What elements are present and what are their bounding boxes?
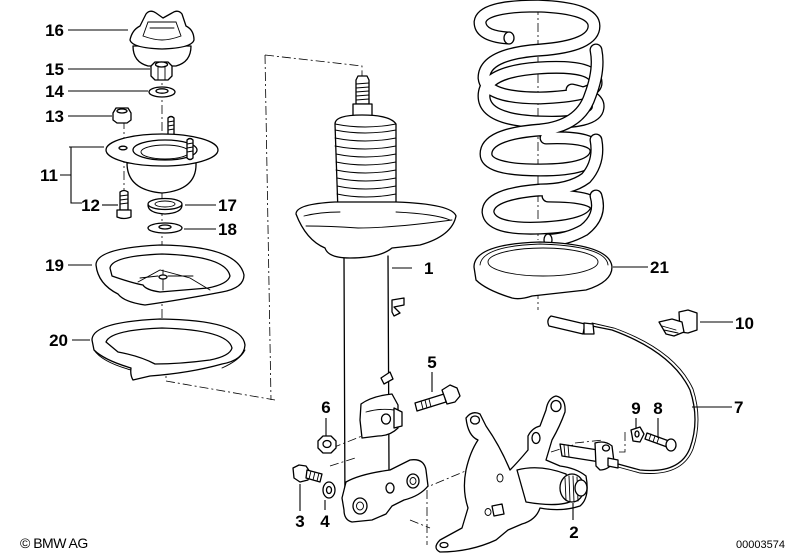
callout-13[interactable]: 13 <box>45 107 64 126</box>
part-10-cable-clip[interactable] <box>658 309 698 337</box>
callout-7[interactable]: 7 <box>734 398 743 417</box>
callout-21[interactable]: 21 <box>650 258 669 277</box>
part-1-spring-strut[interactable] <box>295 75 457 523</box>
callout-3[interactable]: 3 <box>295 512 304 531</box>
part-15-nut[interactable] <box>150 61 173 81</box>
callout-5[interactable]: 5 <box>427 353 436 372</box>
part-12-bolt[interactable] <box>116 189 132 220</box>
part-17-bearing[interactable] <box>147 197 183 215</box>
part-11-strut-mount[interactable] <box>105 115 219 194</box>
callout-8[interactable]: 8 <box>653 399 662 418</box>
callout-2[interactable]: 2 <box>569 523 578 542</box>
callout-4[interactable]: 4 <box>320 512 330 531</box>
part-13-collar-nut[interactable] <box>112 107 132 124</box>
part-3-bolt[interactable] <box>292 464 323 483</box>
callout-6[interactable]: 6 <box>321 398 330 417</box>
part-5-bolt[interactable] <box>414 384 461 412</box>
part-9-spacer[interactable] <box>630 426 645 443</box>
coil-spring[interactable] <box>473 0 605 247</box>
part-8-screw[interactable] <box>644 432 677 452</box>
part-16-cap[interactable] <box>129 10 195 67</box>
callout-12[interactable]: 12 <box>81 196 100 215</box>
copyright-notice: © BMW AG <box>20 535 88 551</box>
image-number: 00003574 <box>736 539 785 551</box>
callout-20[interactable]: 20 <box>49 331 68 350</box>
leader-lines <box>60 29 733 520</box>
part-19-spring-pad[interactable] <box>95 244 245 306</box>
callout-10[interactable]: 10 <box>735 314 754 333</box>
part-7-abs-sensor[interactable] <box>547 315 699 474</box>
part-4-washer[interactable] <box>322 481 336 499</box>
callout-15[interactable]: 15 <box>45 60 64 79</box>
callout-9[interactable]: 9 <box>631 399 640 418</box>
part-6-nut[interactable] <box>317 435 337 454</box>
part-18-washer[interactable] <box>147 222 183 234</box>
callout-16[interactable]: 16 <box>45 21 64 40</box>
part-14-washer[interactable] <box>148 86 176 98</box>
callout-19[interactable]: 19 <box>45 256 64 275</box>
part-2-steering-knuckle[interactable] <box>435 395 588 553</box>
callout-labels: 16 15 14 13 11 12 17 18 19 20 1 21 10 5 … <box>40 21 754 542</box>
part-21-spring-pad[interactable] <box>473 241 613 300</box>
callout-1[interactable]: 1 <box>424 259 433 278</box>
callout-18[interactable]: 18 <box>218 220 237 239</box>
part-20-spring-pad[interactable] <box>91 318 246 381</box>
callout-14[interactable]: 14 <box>45 82 64 101</box>
callout-11[interactable]: 11 <box>40 166 58 185</box>
callout-17[interactable]: 17 <box>218 196 237 215</box>
